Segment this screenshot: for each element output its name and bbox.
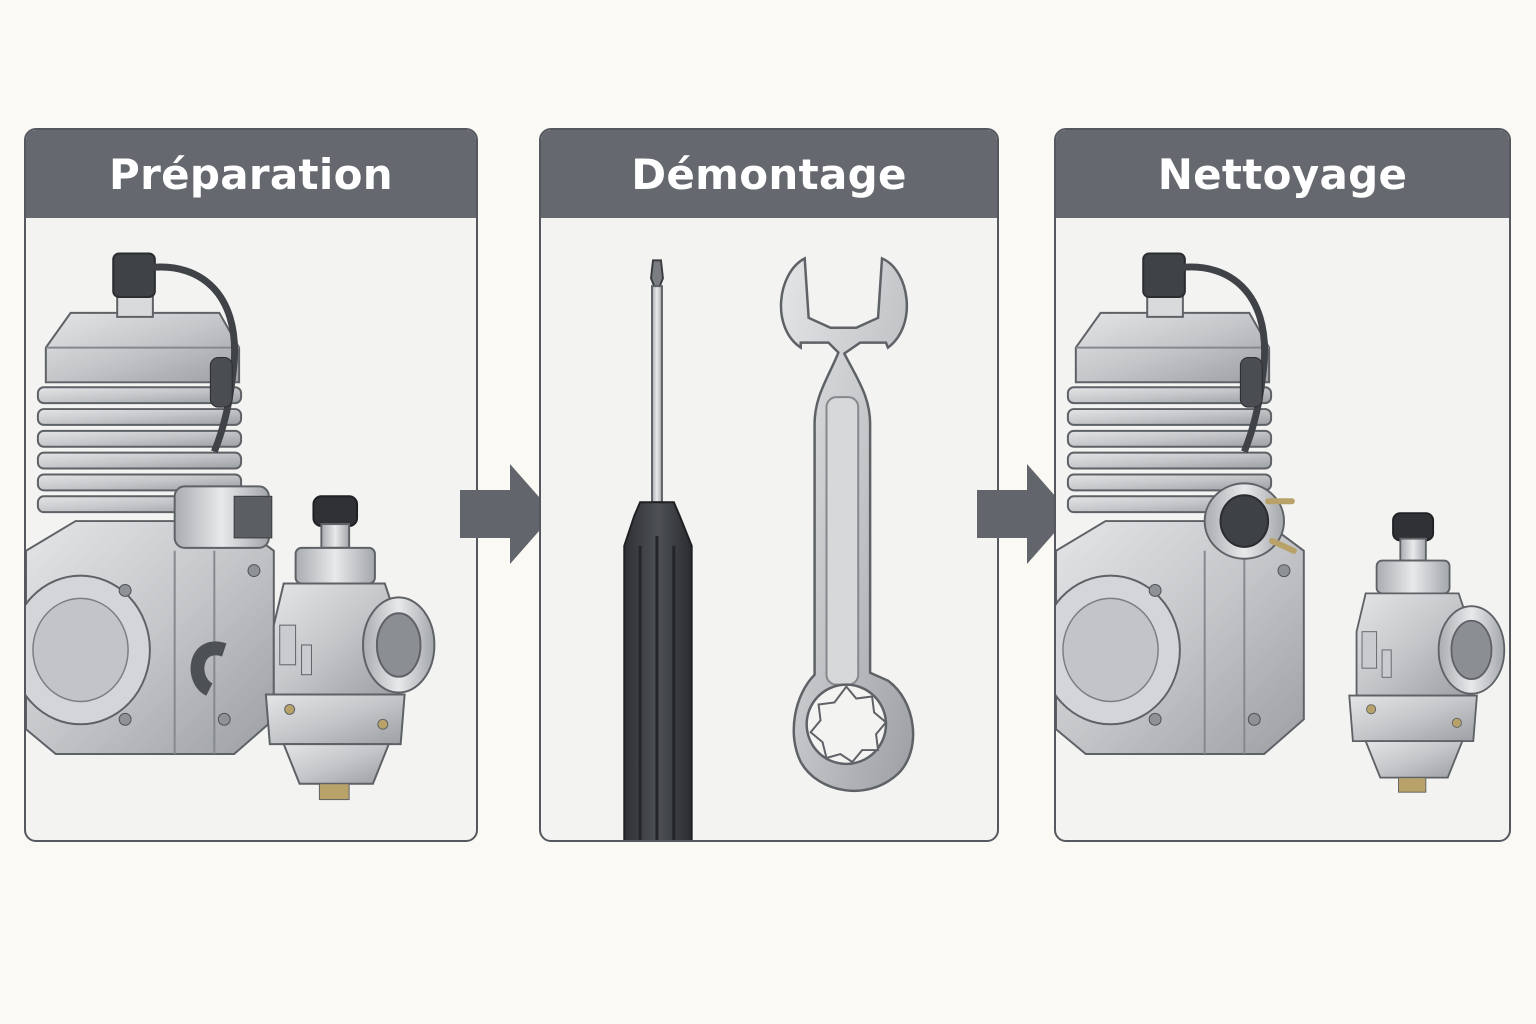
carburetor-icon: [264, 495, 436, 801]
engine-icon: [26, 218, 436, 801]
engine-icon: [1056, 218, 1506, 794]
tools-illustration: [623, 256, 915, 840]
illustration-engine-with-carburetor: [26, 218, 476, 840]
step-panel-nettoyage: Nettoyage: [1054, 128, 1511, 842]
step-title: Préparation: [26, 130, 476, 218]
step-panel-demontage: Démontage: [539, 128, 999, 842]
carburetor-icon: [1348, 512, 1506, 794]
illustration-screwdriver-and-wrench: [541, 218, 997, 840]
step-title: Démontage: [541, 130, 997, 218]
step-panel-preparation: Préparation: [24, 128, 478, 842]
wrench-icon: [779, 256, 915, 793]
illustration-engine-and-detached-carburetor: [1056, 218, 1509, 840]
screwdriver-icon: [623, 259, 693, 840]
step-title: Nettoyage: [1056, 130, 1509, 218]
